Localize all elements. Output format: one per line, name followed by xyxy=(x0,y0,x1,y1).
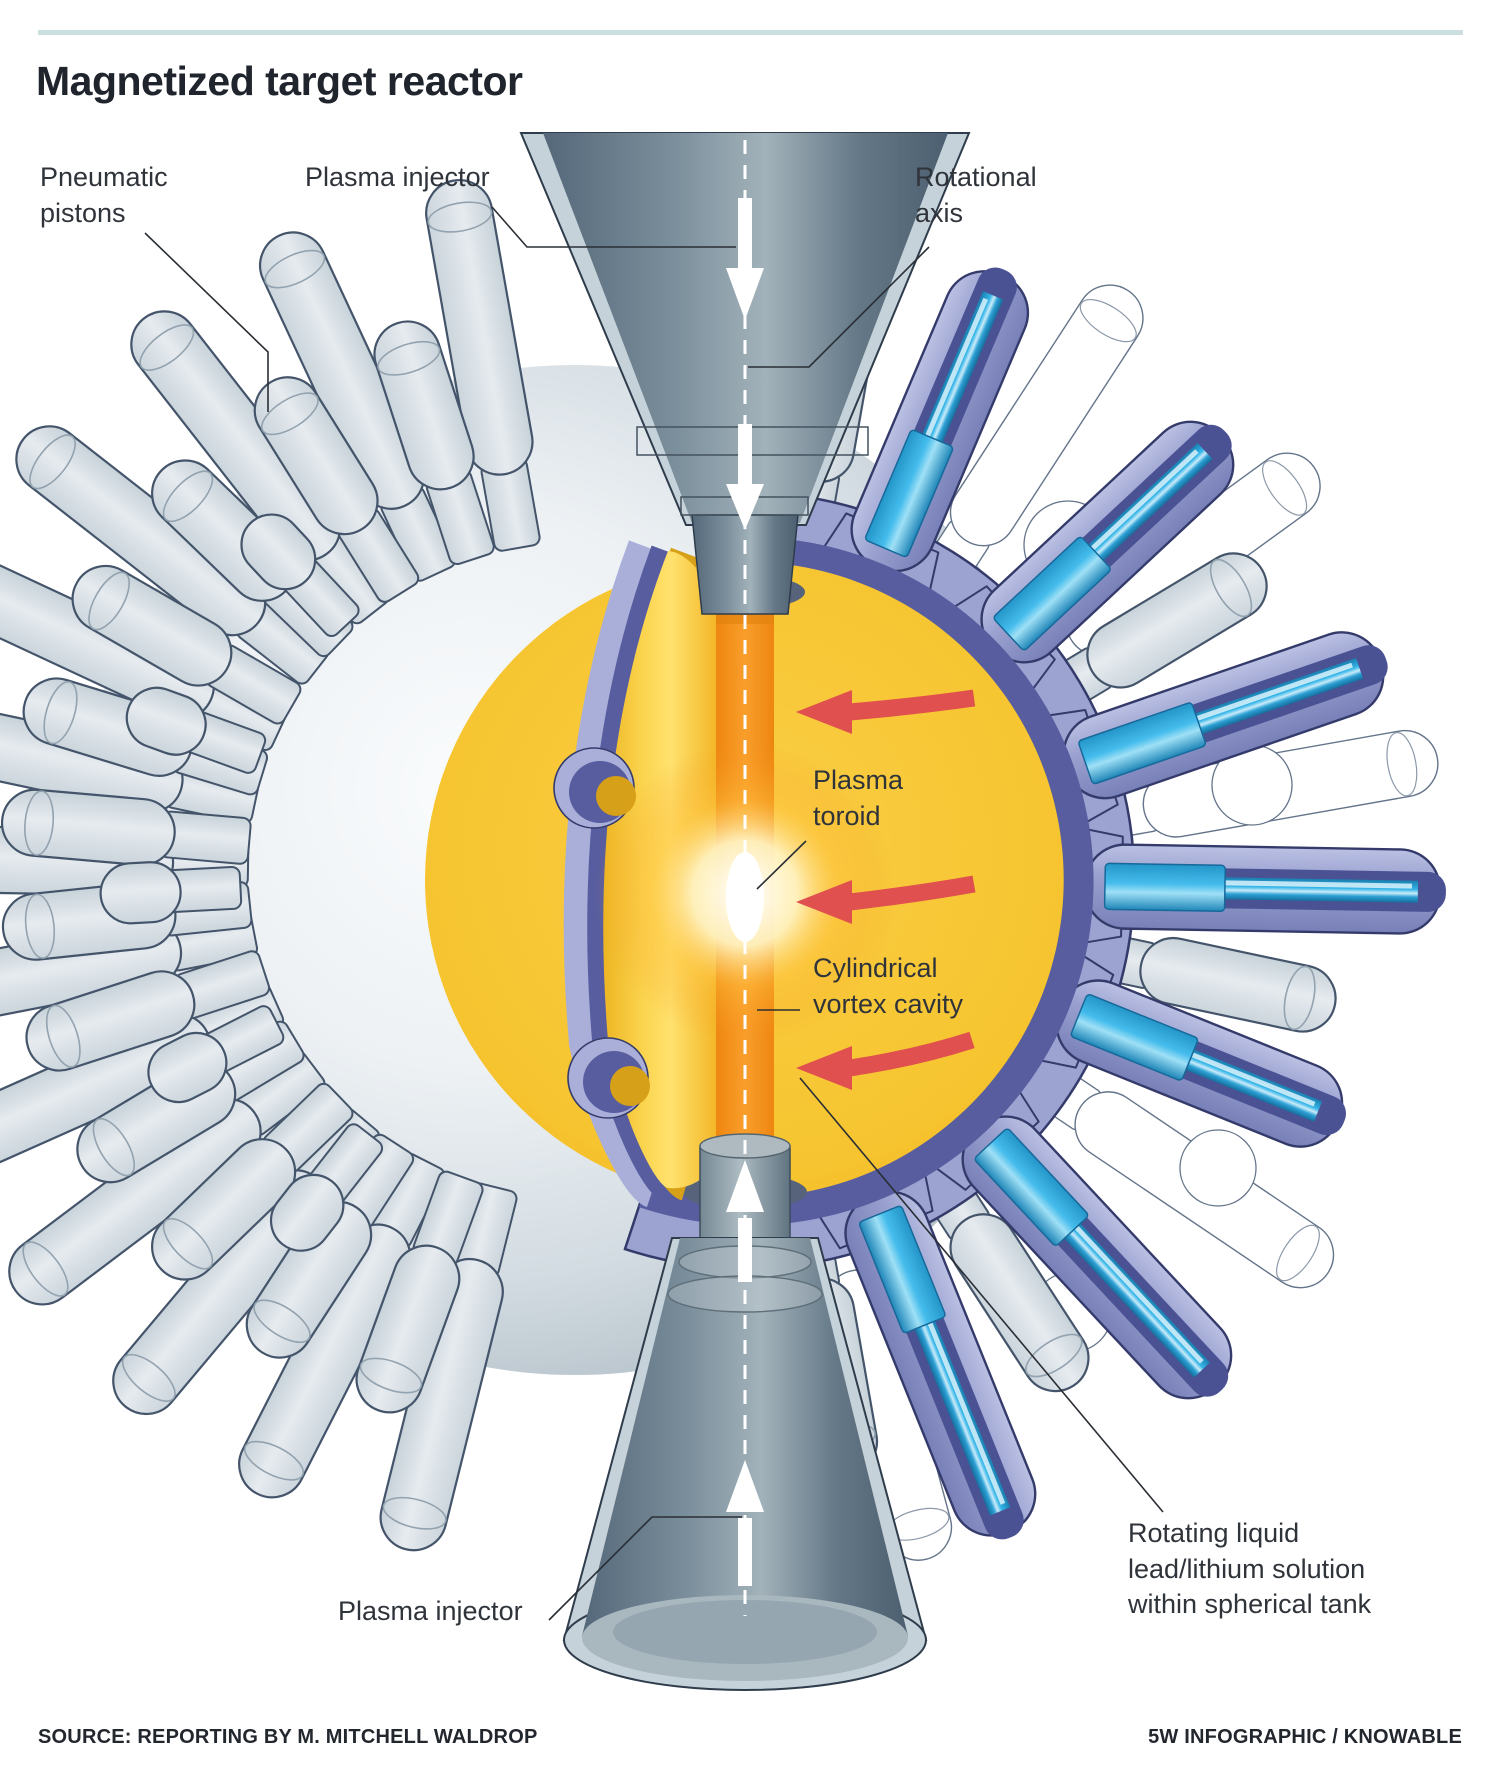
piston-port-knob xyxy=(567,1037,650,1119)
page-title: Magnetized target reactor xyxy=(36,58,523,104)
label-plasma-toroid: Plasma toroid xyxy=(813,765,904,831)
leader-plasma-injector-bottom xyxy=(548,1516,742,1621)
piston-port-knob xyxy=(553,747,636,829)
flow-arrow-down xyxy=(726,424,764,530)
injector-flange xyxy=(636,426,869,456)
rotation-arrow-shaft xyxy=(848,1031,975,1077)
piston-sleeve xyxy=(1054,822,1446,949)
label-plasma-injector-top: Plasma injector xyxy=(305,162,490,192)
label-rotating-liquid: Rotating liquid lead/lithium solution wi… xyxy=(1128,1518,1372,1620)
piston-sleeve xyxy=(808,267,1030,619)
footer-source: SOURCE: REPORTING BY M. MITCHELL WALDROP xyxy=(38,1726,538,1748)
piston-sleeve xyxy=(803,1145,1037,1540)
leader-pneumatic-pistons xyxy=(144,232,269,412)
flow-arrow-up xyxy=(726,1160,764,1282)
rotation-arrows xyxy=(796,689,976,1090)
footer-credit: 5W INFOGRAPHIC / KNOWABLE xyxy=(1148,1726,1462,1748)
label-pneumatic-pistons: Pneumatic pistons xyxy=(40,162,168,228)
plasma-injector-bottom-cone xyxy=(562,1133,928,1691)
label-rotational-axis: Rotational axis xyxy=(915,162,1037,228)
rotation-arrow-shaft xyxy=(849,689,976,721)
top-accent-rule xyxy=(38,30,1463,35)
leader-rotating-liquid xyxy=(799,1077,1164,1513)
flow-arrow-up xyxy=(726,1460,764,1586)
rotation-arrow-head xyxy=(796,880,852,924)
piston-sleeve xyxy=(1010,938,1347,1148)
flow-arrow-down xyxy=(726,198,764,320)
leader-plasma-toroid xyxy=(756,840,807,890)
rotation-arrow-shaft xyxy=(849,875,976,911)
flow-arrows xyxy=(726,198,764,1586)
leader-plasma-injector-top xyxy=(491,206,736,248)
label-plasma-injector-bottom: Plasma injector xyxy=(338,1596,523,1626)
leader-lines xyxy=(144,206,1164,1621)
leader-rotational-axis xyxy=(748,246,930,368)
rotation-arrow-head xyxy=(796,690,852,734)
tank-interior xyxy=(425,537,1094,1226)
label-cylindrical-vortex-cavity: Cylindrical vortex cavity xyxy=(813,953,964,1019)
rotation-arrow-head xyxy=(796,1046,852,1090)
